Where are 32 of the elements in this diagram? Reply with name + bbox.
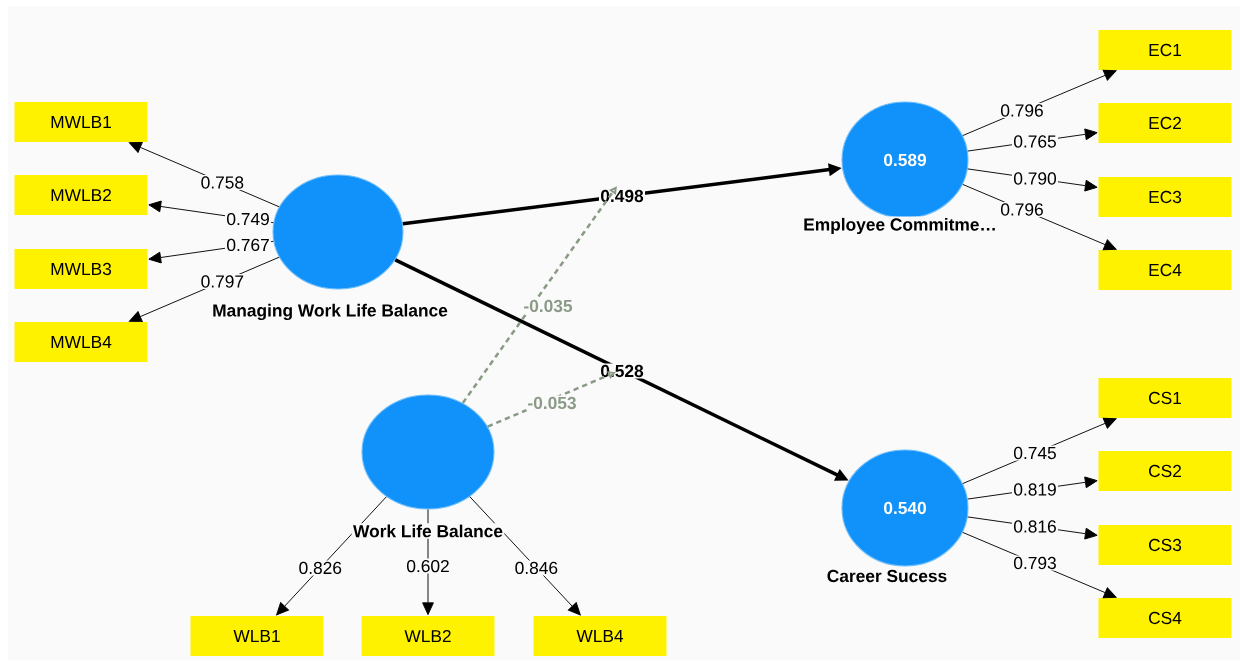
construct-circle [361, 394, 495, 510]
edge-label: 0.790 [1012, 171, 1059, 186]
indicator-box: MWLB2 [14, 175, 148, 215]
indicator-box: MWLB1 [14, 102, 148, 142]
arrow [276, 496, 387, 616]
edge-label: 0.826 [297, 560, 344, 576]
indicator-box: WLB2 [361, 616, 495, 656]
indicator-box: WLB4 [533, 616, 667, 656]
dashed-arrow [461, 186, 617, 404]
indicator-box: EC4 [1098, 250, 1232, 290]
edge-label: 0.797 [199, 274, 246, 289]
edge-label: 0.765 [1012, 134, 1059, 149]
construct-circle [272, 174, 404, 290]
edge-label: 0.816 [1012, 519, 1059, 534]
indicator-box: MWLB3 [14, 249, 148, 289]
edge-label: 0.767 [225, 237, 272, 253]
indicator-box: WLB1 [190, 616, 324, 656]
edge-label: 0.758 [199, 175, 246, 190]
indicator-box: MWLB4 [14, 322, 148, 362]
indicator-box: EC3 [1098, 177, 1232, 217]
indicator-box: CS3 [1098, 525, 1232, 565]
edge-label: 0.796 [999, 103, 1046, 118]
arrow [469, 496, 581, 616]
indicator-box: EC1 [1098, 30, 1232, 70]
edge-label: 0.796 [999, 202, 1046, 217]
indicator-box: CS1 [1098, 378, 1232, 418]
indicator-box: CS4 [1098, 598, 1232, 638]
indicator-box: EC2 [1098, 103, 1232, 143]
construct-name: Work Life Balance [351, 523, 505, 539]
edge-label: 0.819 [1012, 482, 1059, 497]
edge-label: 0.846 [513, 560, 560, 576]
indicator-box: CS2 [1098, 451, 1232, 491]
